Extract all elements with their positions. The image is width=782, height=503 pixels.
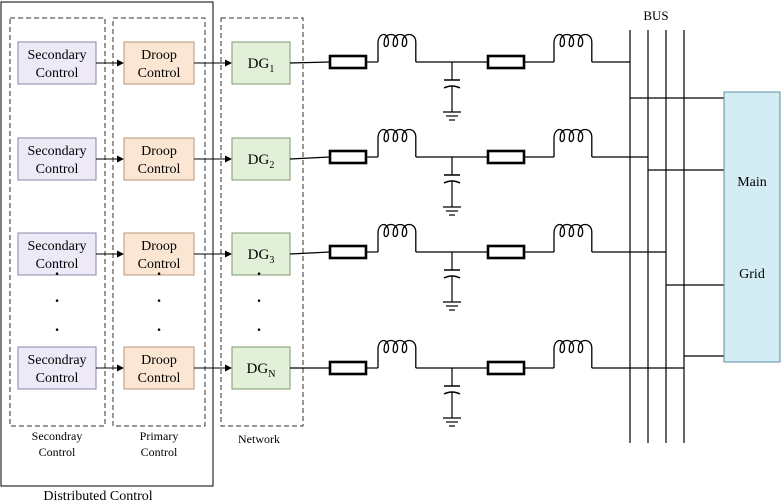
inductor-a-1 bbox=[377, 33, 417, 62]
ellipsis-dot-3-3: · bbox=[255, 317, 262, 342]
arrow-secondary-to-droop-4-head bbox=[117, 364, 124, 372]
droop-control-block-3 bbox=[123, 232, 195, 276]
ellipsis-dot-3-1: · bbox=[255, 261, 262, 286]
droop-control-label-line1-2: Droop bbox=[141, 144, 177, 159]
inductor-b-1 bbox=[553, 33, 593, 62]
secondary-control-label-line2-1: Control bbox=[36, 66, 79, 81]
rows-layer: SecondaryControlDroopControlDG1Secondary… bbox=[17, 33, 684, 427]
droop-control-label-line1-3: Droop bbox=[141, 239, 177, 254]
inductor-b-4 bbox=[553, 339, 593, 368]
feeder-wire-dg-3 bbox=[289, 251, 331, 255]
droop-control-block-4 bbox=[123, 346, 195, 390]
droop-control-label-line1-1: Droop bbox=[141, 48, 177, 63]
secondary-control-group bbox=[9, 17, 106, 427]
grid-connectors bbox=[630, 97, 724, 357]
secondary-control-block-3 bbox=[17, 232, 97, 276]
dg-block-2 bbox=[231, 137, 291, 181]
secondary-control-label-line1-2: Secondary bbox=[27, 144, 86, 159]
ellipsis-dot-2-3: · bbox=[155, 317, 162, 342]
arrow-droop-to-dg-2-head bbox=[225, 155, 232, 163]
feeder-wire-dg-2 bbox=[289, 156, 331, 160]
droop-control-block-1 bbox=[123, 41, 195, 85]
inductor-b-3 bbox=[553, 223, 593, 252]
distributed-control-caption: Distributed Control bbox=[43, 489, 152, 503]
secondary-control-block-1 bbox=[17, 41, 97, 85]
primary-control-group bbox=[112, 17, 206, 427]
ellipsis-dot-3-2: · bbox=[255, 288, 262, 313]
dg-label-3: DG3 bbox=[248, 247, 275, 266]
secondary-group-caption-line2: Control bbox=[39, 445, 76, 459]
droop-control-label-line2-2: Control bbox=[138, 162, 181, 177]
secondary-control-block-4 bbox=[17, 346, 97, 390]
resistor-a-3 bbox=[328, 244, 368, 260]
arrow-droop-to-dg-4-head bbox=[225, 364, 232, 372]
bus bbox=[629, 30, 685, 443]
inductor-a-3 bbox=[377, 223, 417, 252]
secondary-control-label-line1-4: Secondray bbox=[27, 353, 86, 368]
dg-label-2: DG2 bbox=[248, 152, 275, 171]
ellipsis-dot-1-3: · bbox=[53, 317, 60, 342]
droop-control-label-line1-4: Droop bbox=[141, 353, 177, 368]
arrow-secondary-to-droop-1-head bbox=[117, 59, 124, 67]
secondary-control-label-line1-1: Secondary bbox=[27, 48, 86, 63]
main-grid-label-line1: Main bbox=[737, 175, 767, 190]
network-group-caption: Network bbox=[238, 432, 280, 446]
feeder-wire-dg-1 bbox=[289, 61, 331, 64]
droop-control-label-line2-3: Control bbox=[138, 257, 181, 272]
distributed-control-frame bbox=[0, 1, 214, 487]
ellipsis-dot-2-1: · bbox=[155, 261, 162, 286]
ellipsis-dot-1-2: · bbox=[53, 288, 60, 313]
secondary-control-label-line2-4: Control bbox=[36, 371, 79, 386]
inductor-a-4 bbox=[377, 339, 417, 368]
resistor-b-4 bbox=[486, 360, 526, 376]
resistor-b-2 bbox=[486, 149, 526, 165]
main-grid-label-line2: Grid bbox=[739, 267, 765, 282]
resistor-b-3 bbox=[486, 244, 526, 260]
primary-group-caption-line2: Control bbox=[141, 445, 178, 459]
secondary-group-caption-line1: Secondray bbox=[32, 429, 83, 443]
inductor-b-2 bbox=[553, 128, 593, 157]
arrow-secondary-to-droop-2-head bbox=[117, 155, 124, 163]
ellipsis-dots: ········· bbox=[53, 261, 262, 342]
secondary-control-label-line2-2: Control bbox=[36, 162, 79, 177]
inductor-a-2 bbox=[377, 128, 417, 157]
arrow-droop-to-dg-3-head bbox=[225, 250, 232, 258]
ellipsis-dot-2-2: · bbox=[155, 288, 162, 313]
droop-control-label-line2-1: Control bbox=[138, 66, 181, 81]
dg-label-1: DG1 bbox=[248, 56, 275, 75]
arrow-secondary-to-droop-3-head bbox=[117, 250, 124, 258]
ellipsis-dot-1-1: · bbox=[53, 261, 60, 286]
resistor-a-1 bbox=[328, 54, 368, 70]
droop-control-label-line2-4: Control bbox=[138, 371, 181, 386]
resistor-a-4 bbox=[328, 360, 368, 376]
bus-label: BUS bbox=[643, 8, 668, 23]
droop-control-block-2 bbox=[123, 137, 195, 181]
secondary-control-block-2 bbox=[17, 137, 97, 181]
arrow-droop-to-dg-1-head bbox=[225, 59, 232, 67]
main-grid-box bbox=[723, 91, 781, 363]
secondary-control-label-line2-3: Control bbox=[36, 257, 79, 272]
network-group bbox=[220, 17, 304, 427]
secondary-control-label-line1-3: Secondary bbox=[27, 239, 86, 254]
resistor-a-2 bbox=[328, 149, 368, 165]
dg-block-3 bbox=[231, 232, 291, 276]
dg-label-4: DGN bbox=[247, 361, 276, 380]
primary-group-caption-line1: Primary bbox=[140, 429, 179, 443]
resistor-b-1 bbox=[486, 54, 526, 70]
